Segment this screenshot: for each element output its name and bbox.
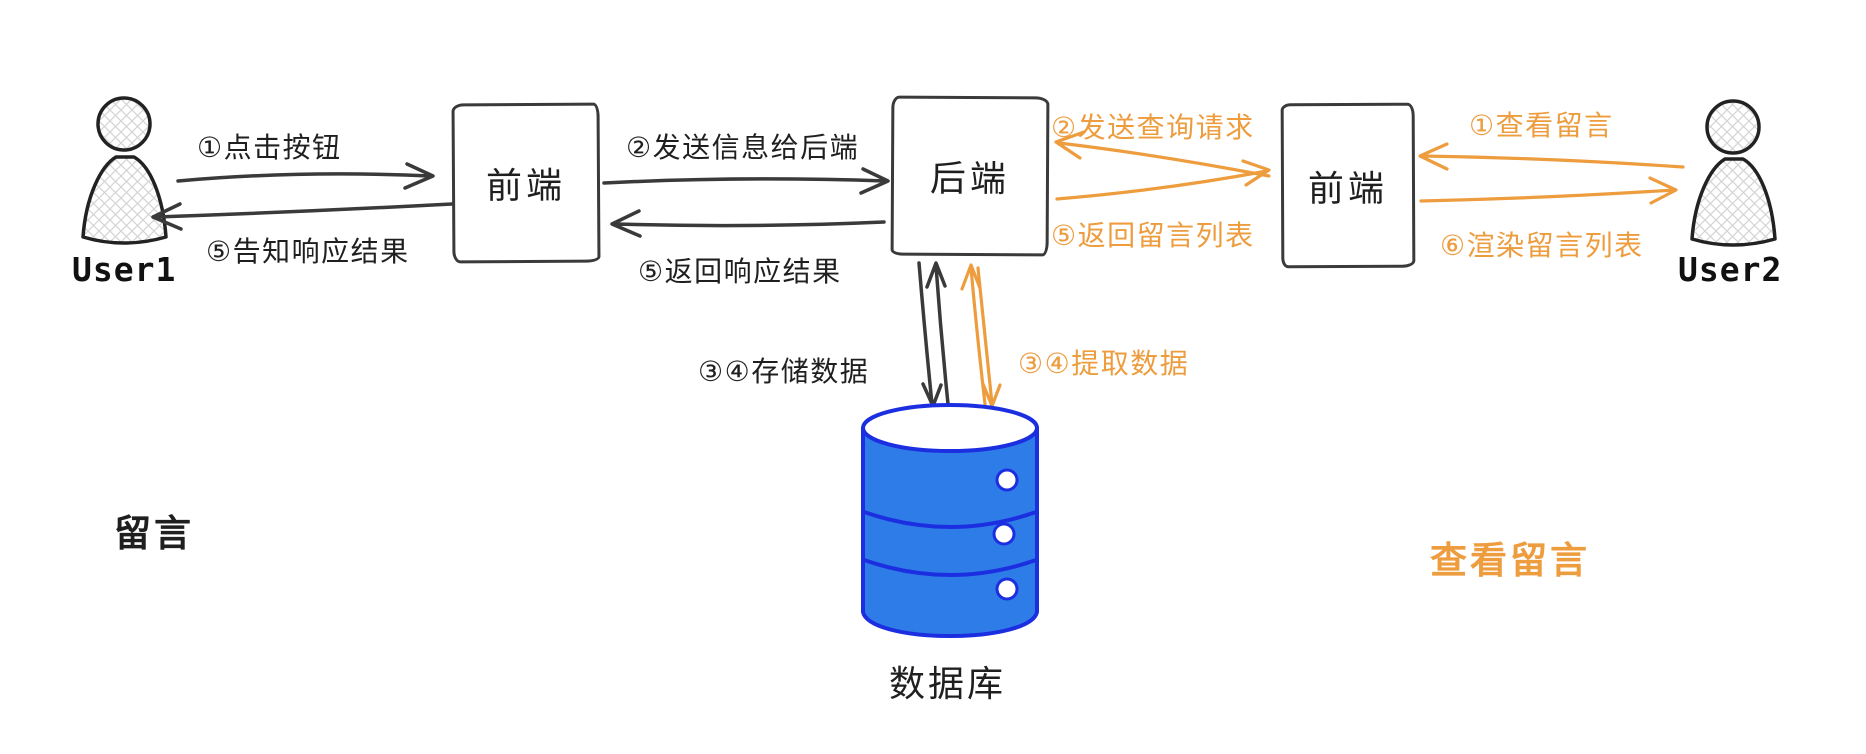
user1-body <box>81 155 168 245</box>
database-band-2 <box>862 558 1038 577</box>
arrow-send-query <box>1054 130 1271 178</box>
label-send-query: ②发送查询请求 <box>1051 112 1255 143</box>
label-notify-result: ⑤告知响应结果 <box>206 236 410 267</box>
user2-body <box>1690 157 1777 247</box>
arrow-fetch-data-up <box>960 263 987 406</box>
user1-figure <box>81 96 168 245</box>
label-store-data: ③④存储数据 <box>698 356 870 387</box>
view-flow-title: 查看留言 <box>1430 540 1590 581</box>
database-dot-2 <box>992 522 1016 546</box>
arrow-render-list <box>1419 176 1678 205</box>
user2-head <box>1705 99 1761 155</box>
frontend-left-node: 前端 <box>451 102 601 264</box>
label-click-button: ①点击按钮 <box>197 132 342 163</box>
arrow-send-to-backend <box>602 167 890 195</box>
post-flow-title: 留言 <box>114 513 194 554</box>
database-cylinder <box>861 403 1039 638</box>
database-dot-3 <box>995 577 1019 601</box>
user1-head <box>96 96 152 152</box>
label-fetch-data: ③④提取数据 <box>1018 348 1190 379</box>
arrow-return-list <box>1055 159 1271 201</box>
frontend-right-node: 前端 <box>1280 102 1416 269</box>
label-view-messages: ①查看留言 <box>1469 110 1614 141</box>
arrow-click-button <box>176 162 435 190</box>
user2-label: User2 <box>1678 250 1783 289</box>
user2-figure <box>1690 99 1777 247</box>
database-label: 数据库 <box>889 663 1007 704</box>
database-top <box>861 403 1039 453</box>
label-send-to-backend: ②发送信息给后端 <box>626 132 860 163</box>
arrow-notify-result <box>151 202 454 231</box>
label-return-response: ⑤返回响应结果 <box>638 256 842 287</box>
user1-label: User1 <box>72 250 177 289</box>
label-render-list: ⑥渲染留言列表 <box>1440 230 1644 261</box>
backend-node: 后端 <box>890 95 1050 257</box>
database-body <box>861 426 1039 638</box>
arrow-return-response <box>610 209 886 238</box>
label-return-list: ⑤返回留言列表 <box>1051 220 1255 251</box>
database-band-1 <box>862 510 1038 529</box>
arrow-view-messages <box>1418 142 1685 171</box>
arrow-store-data-up <box>925 261 950 406</box>
database-dot-1 <box>995 468 1019 492</box>
